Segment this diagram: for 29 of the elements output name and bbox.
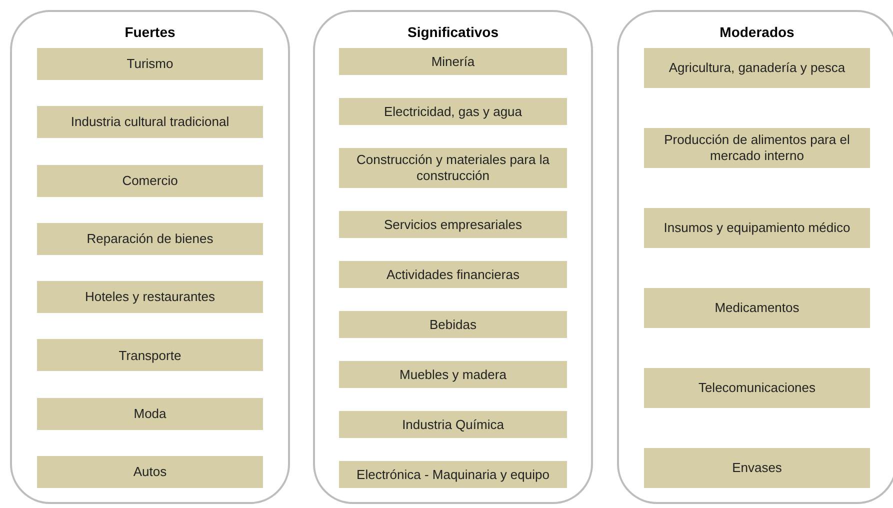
sector-box: Insumos y equipamiento médico [644,208,870,248]
category-panel [313,10,593,504]
category-panel [617,10,893,504]
sector-box: Agricultura, ganadería y pesca [644,48,870,88]
sector-box: Comercio [37,164,263,197]
sector-box: Turismo [37,48,263,80]
sector-box: Autos [37,456,263,488]
sector-box: Envases [644,448,870,488]
sector-box: Minería [339,48,567,75]
sector-box: Hoteles y restaurantes [37,281,263,314]
sector-box: Moda [37,398,263,430]
sector-box: Servicios empresariales [339,211,567,238]
sector-box: Producción de alimentos para el mercado interno [644,128,870,168]
sector-box: Transporte [37,339,263,372]
sector-box: Construcción y materiales para la construcción [339,148,567,188]
sector-box: Bebidas [339,311,567,338]
sector-box: Medicamentos [644,288,870,328]
panel-heading: Fuertes [124,24,176,40]
sector-box: Electrónica - Maquinaria y equipo [339,461,567,488]
sector-box: Reparación de bienes [37,222,263,255]
sector-box: Telecomunicaciones [644,368,870,408]
panel-heading: Moderados [720,24,794,40]
sector-box: Actividades financieras [339,261,567,288]
sector-box: Muebles y madera [339,361,567,388]
category-panel [10,10,290,504]
sector-box: Electricidad, gas y agua [339,98,567,125]
sector-box: Industria Química [339,411,567,438]
sector-box: Industria cultural tradicional [37,106,263,138]
panel-heading: Significativos [407,24,499,40]
